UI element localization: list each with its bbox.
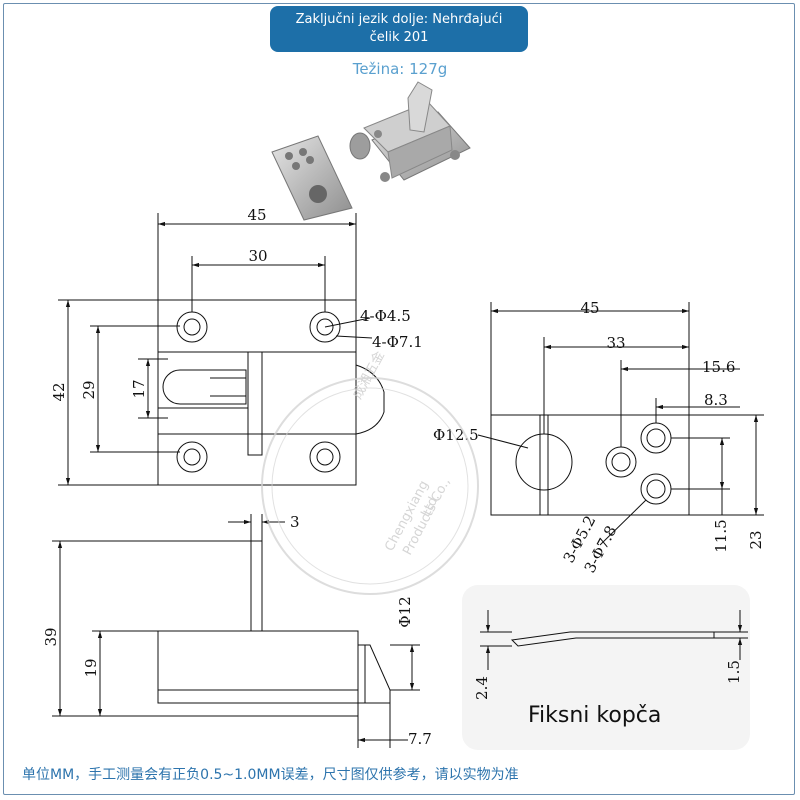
dim-top-width: 45	[247, 206, 266, 224]
watermark-stamp: 成湘五金 Chengxiang Products Co., Ltd.	[261, 348, 479, 595]
material-line-1: Zaključni jezik dolje: Nehrđajući	[295, 12, 503, 27]
dim-front-3: 3	[290, 513, 300, 531]
dim-hole-large: 4-Φ7.1	[372, 333, 423, 351]
top-view	[58, 213, 385, 486]
dim-front-7-7: 7.7	[408, 730, 432, 748]
page-frame	[3, 3, 795, 795]
material-banner: Zaključni jezik dolje: Nehrđajući čelik …	[270, 6, 528, 52]
dim-clip-1-5: 1.5	[725, 660, 743, 684]
dim-side-phi12-5: Φ12.5	[433, 426, 479, 444]
dim-side-11-5: 11.5	[712, 519, 730, 552]
product-photo	[271, 81, 471, 221]
footer-note: 单位MM，手工测量会有正负0.5~1.0MM误差，尺寸图仅供参考，请以实物为准	[22, 767, 519, 783]
dim-side-width: 45	[580, 299, 599, 317]
dim-hole-small: 4-Φ4.5	[360, 307, 411, 325]
dim-front-phi12: Φ12	[396, 596, 414, 627]
dim-clip-2-4: 2.4	[473, 676, 491, 700]
dim-side-15-6: 15.6	[702, 358, 735, 376]
dim-front-39: 39	[42, 627, 60, 646]
clip-label: Fiksni kopča	[528, 703, 661, 728]
strike-plate-image	[271, 135, 353, 221]
side-view	[477, 302, 764, 546]
dim-height-slot: 17	[130, 379, 148, 398]
dim-side-23: 23	[747, 530, 765, 549]
front-view	[52, 514, 420, 748]
dim-side-8-3: 8.3	[704, 391, 728, 409]
dim-side-offset: 33	[606, 334, 625, 352]
dim-height-total: 42	[50, 382, 68, 401]
weight-label: Težina: 127g	[352, 60, 448, 78]
clip-panel: 2.4 1.5 Fiksni kopča	[462, 585, 750, 750]
dim-height-inner: 29	[80, 380, 98, 399]
material-line-2: čelik 201	[369, 30, 429, 45]
dim-front-19: 19	[82, 658, 100, 677]
dim-hole-spacing: 30	[248, 247, 267, 265]
bolt-latch-image	[349, 81, 471, 182]
watermark-line-1: 成湘五金	[349, 348, 388, 401]
